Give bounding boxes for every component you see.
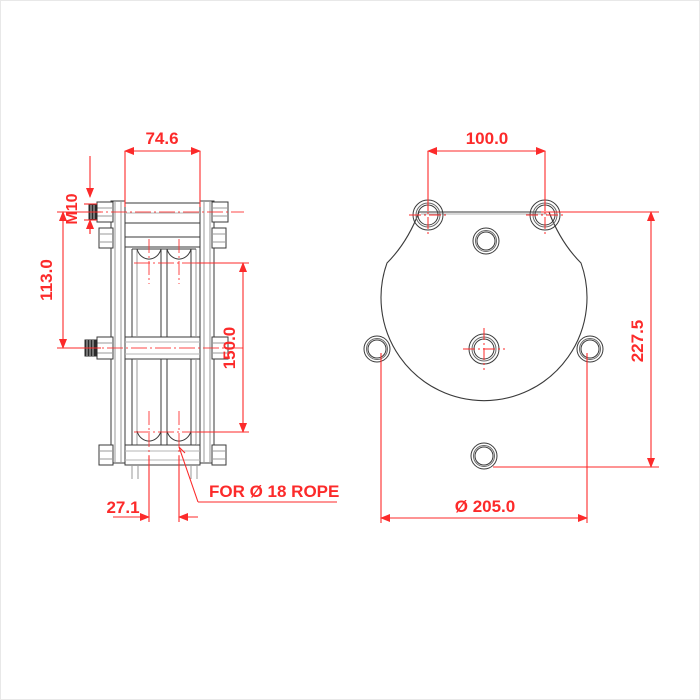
bolt-second-left	[98, 227, 114, 249]
side-plate-left	[110, 200, 126, 464]
dimension-label-113-0: 113.0	[37, 259, 56, 301]
rope-note-label: FOR Ø 18 ROPE	[209, 482, 339, 501]
dimension-113-0	[57, 211, 101, 349]
dimension-205-0	[380, 353, 588, 523]
bolt-hole-left	[363, 335, 391, 363]
dimension-label-27-1: 27.1	[106, 498, 139, 517]
left-elevation-geometry	[84, 200, 229, 479]
dimension-227-5	[493, 211, 659, 468]
dimension-74-6	[124, 147, 201, 207]
bottom-cross-bar	[124, 444, 201, 466]
dimension-label-227-5: 227.5	[628, 320, 647, 363]
dimension-label-205-0: Ø 205.0	[455, 497, 516, 516]
dimension-m10	[84, 156, 97, 234]
upper-sheave-assembly	[131, 248, 197, 337]
dimension-label-100-0: 100.0	[466, 129, 509, 148]
bolt-bottom-left	[98, 444, 114, 466]
dimension-label-150-0: 150.0	[220, 327, 239, 370]
bolt-hole-right	[576, 335, 604, 363]
rope-note-leader	[178, 446, 337, 503]
top-cross-head	[124, 202, 201, 248]
lower-skirt	[131, 465, 198, 479]
side-plate-right	[199, 200, 215, 464]
dimension-150-0	[197, 262, 249, 433]
bolt-hole-bottom	[470, 442, 498, 470]
dimension-label-74-6: 74.6	[145, 129, 178, 148]
dimension-27-1	[113, 456, 198, 522]
bolt-hole-top-center	[472, 227, 500, 255]
dimension-100-0	[427, 147, 546, 211]
bolt-bottom-right	[211, 444, 227, 466]
dimension-label-m10: M10	[64, 193, 81, 224]
bolt-second-right	[211, 227, 227, 249]
